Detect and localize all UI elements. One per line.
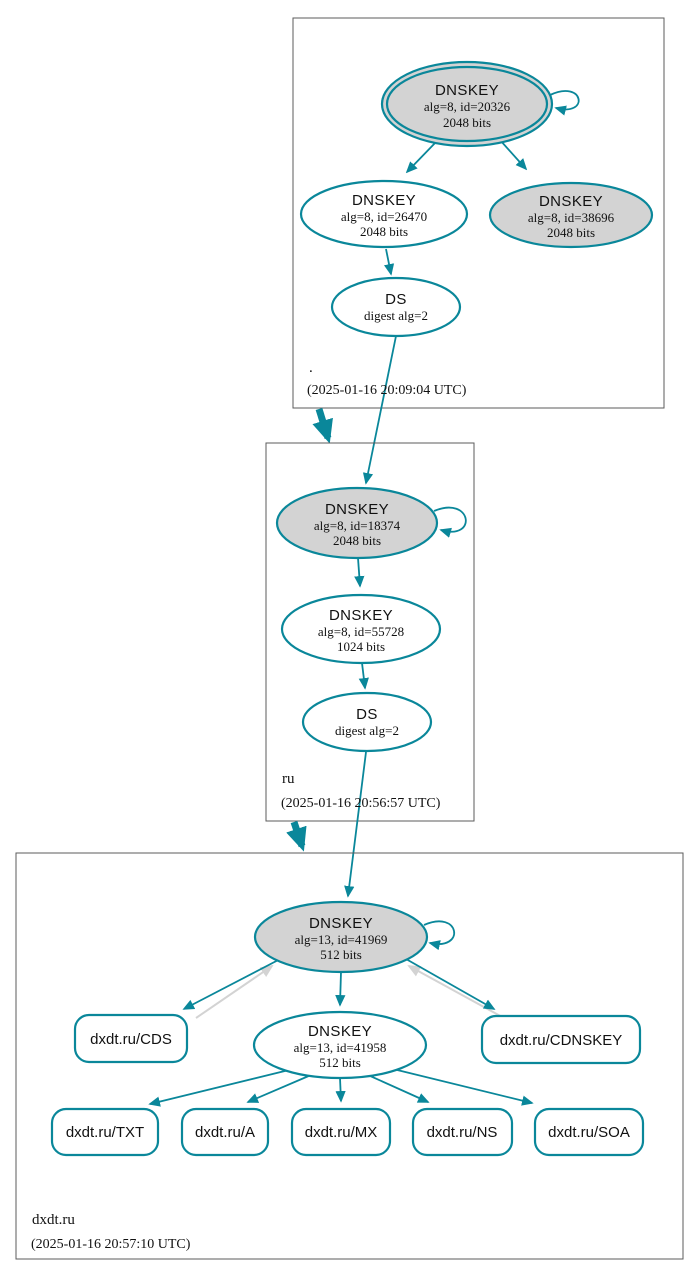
- node-root-ksk-20326: DNSKEY alg=8, id=20326 2048 bits: [380, 60, 554, 148]
- edge-root-zsk-to-ds: [384, 248, 395, 276]
- edge-cds-to-ksk-gray: [195, 964, 274, 1019]
- dxdt-zsk-alg: alg=13, id=41958: [294, 1040, 387, 1055]
- node-root-key-38696: DNSKEY alg=8, id=38696 2048 bits: [488, 181, 654, 249]
- dxdt-ksk-ellipse: [253, 900, 429, 974]
- ru-ds-digest: digest alg=2: [335, 723, 399, 738]
- edge-dxdt-ksk-to-cds: [182, 955, 287, 1010]
- rrset-cdnskey-box: [480, 1014, 642, 1065]
- ru-ksk-alg: alg=8, id=18374: [314, 518, 401, 533]
- root-ksk-outer-ellipse: [380, 60, 554, 148]
- rrset-a-label: dxdt.ru/A: [195, 1124, 255, 1141]
- edge-dxdt-zsk-to-ns: [367, 1074, 430, 1103]
- edge-delegation-root-to-ru: [312, 407, 333, 444]
- edge-root-ksk-to-key38696: [499, 139, 528, 171]
- edge-cdnskey-to-ksk-gray: [407, 965, 505, 1019]
- ru-ds-ellipse: [301, 691, 433, 753]
- rrset-cds-label: dxdt.ru/CDS: [90, 1031, 172, 1048]
- dxdt-ksk-bits: 512 bits: [320, 947, 362, 962]
- root-zsk-alg: alg=8, id=26470: [341, 209, 427, 224]
- node-ru-ksk-18374: DNSKEY alg=8, id=18374 2048 bits: [275, 486, 439, 560]
- zone-timestamp-root: (2025-01-16 20:09:04 UTC): [307, 383, 467, 398]
- dxdt-zsk-bits: 512 bits: [319, 1055, 361, 1070]
- rrset-mx-label: dxdt.ru/MX: [305, 1124, 378, 1141]
- edge-root-ksk-to-zsk: [405, 141, 437, 174]
- ru-zsk-ellipse: [280, 593, 442, 665]
- ru-ksk-bits: 2048 bits: [333, 533, 381, 548]
- zone-timestamp-ru: (2025-01-16 20:56:57 UTC): [281, 796, 441, 811]
- zone-label-root: .: [309, 360, 313, 376]
- node-root-ds: DS digest alg=2: [330, 276, 462, 338]
- node-rrset-txt: dxdt.ru/TXT: [50, 1107, 160, 1157]
- edge-dxdt-zsk-to-mx: [335, 1077, 346, 1103]
- rrset-cdnskey-label: dxdt.ru/CDNSKEY: [500, 1032, 623, 1049]
- rrset-soa-box: [533, 1107, 645, 1157]
- node-dxdt-zsk-41958: DNSKEY alg=13, id=41958 512 bits: [252, 1010, 428, 1080]
- root-ksk-title: DNSKEY: [435, 82, 499, 99]
- ru-zsk-bits: 1024 bits: [337, 639, 385, 654]
- zone-label-ru: ru: [282, 771, 295, 787]
- edge-dxdt-zsk-to-txt: [148, 1068, 294, 1107]
- edge-ru-zsk-to-ds: [358, 662, 369, 690]
- rrset-soa-label: dxdt.ru/SOA: [548, 1124, 630, 1141]
- zone-timestamp-dxdt-ru: (2025-01-16 20:57:10 UTC): [31, 1237, 191, 1252]
- node-rrset-mx: dxdt.ru/MX: [290, 1107, 392, 1157]
- edge-ru-ksk-self-loop: [433, 506, 467, 538]
- zone-box-ru: [265, 442, 475, 822]
- ru-zsk-title: DNSKEY: [329, 607, 393, 624]
- root-ds-ellipse: [330, 276, 462, 338]
- edge-ru-ds-to-dxdt-ksk: [344, 751, 367, 898]
- rrset-ns-box: [411, 1107, 514, 1157]
- rrset-ns-label: dxdt.ru/NS: [427, 1124, 498, 1141]
- root-key38696-bits: 2048 bits: [547, 225, 595, 240]
- node-rrset-cds: dxdt.ru/CDS: [73, 1013, 189, 1064]
- ru-ksk-ellipse: [275, 486, 439, 560]
- ru-ksk-title: DNSKEY: [325, 501, 389, 518]
- edge-dxdt-ksk-to-cdnskey: [398, 954, 496, 1010]
- node-rrset-soa: dxdt.ru/SOA: [533, 1107, 645, 1157]
- root-ksk-inner-ellipse: [385, 65, 549, 143]
- dxdt-zsk-title: DNSKEY: [308, 1023, 372, 1040]
- rrset-txt-label: dxdt.ru/TXT: [66, 1124, 144, 1141]
- node-rrset-a: dxdt.ru/A: [180, 1107, 270, 1157]
- dxdt-zsk-ellipse: [252, 1010, 428, 1080]
- node-ru-ds: DS digest alg=2: [301, 691, 433, 753]
- edge-delegation-ru-to-dxdt: [286, 820, 307, 852]
- node-root-zsk-26470: DNSKEY alg=8, id=26470 2048 bits: [299, 179, 469, 249]
- root-ksk-bits: 2048 bits: [443, 115, 491, 130]
- edge-ru-ksk-to-zsk: [354, 557, 365, 588]
- dxdt-ksk-title: DNSKEY: [309, 915, 373, 932]
- root-ds-title: DS: [385, 291, 407, 308]
- ru-zsk-alg: alg=8, id=55728: [318, 624, 404, 639]
- rrset-mx-box: [290, 1107, 392, 1157]
- root-zsk-title: DNSKEY: [352, 192, 416, 209]
- node-ru-zsk-55728: DNSKEY alg=8, id=55728 1024 bits: [280, 593, 442, 665]
- zone-box-root: [292, 17, 665, 409]
- zone-label-dxdt-ru: dxdt.ru: [32, 1212, 75, 1228]
- ru-ds-title: DS: [356, 706, 378, 723]
- edge-dxdt-zsk-to-soa: [388, 1067, 534, 1106]
- root-key38696-alg: alg=8, id=38696: [528, 210, 615, 225]
- zone-box-dxdt-ru: [15, 852, 684, 1260]
- root-key38696-title: DNSKEY: [539, 193, 603, 210]
- edge-dxdt-ksk-to-zsk: [335, 971, 346, 1007]
- edge-root-ds-to-ru-ksk: [362, 335, 397, 485]
- rrset-txt-box: [50, 1107, 160, 1157]
- node-rrset-ns: dxdt.ru/NS: [411, 1107, 514, 1157]
- edge-dxdt-ksk-self-loop: [423, 920, 456, 951]
- edge-dxdt-zsk-to-a: [246, 1074, 312, 1103]
- dxdt-ksk-alg: alg=13, id=41969: [295, 932, 388, 947]
- rrset-a-box: [180, 1107, 270, 1157]
- rrset-cds-box: [73, 1013, 189, 1064]
- root-ksk-alg: alg=8, id=20326: [424, 99, 511, 114]
- root-zsk-ellipse: [299, 179, 469, 249]
- edge-root-ksk-self-loop: [549, 90, 580, 116]
- root-ds-digest: digest alg=2: [364, 308, 428, 323]
- node-dxdt-ksk-41969: DNSKEY alg=13, id=41969 512 bits: [253, 900, 429, 974]
- root-key38696-ellipse: [488, 181, 654, 249]
- node-rrset-cdnskey: dxdt.ru/CDNSKEY: [480, 1014, 642, 1065]
- root-zsk-bits: 2048 bits: [360, 224, 408, 239]
